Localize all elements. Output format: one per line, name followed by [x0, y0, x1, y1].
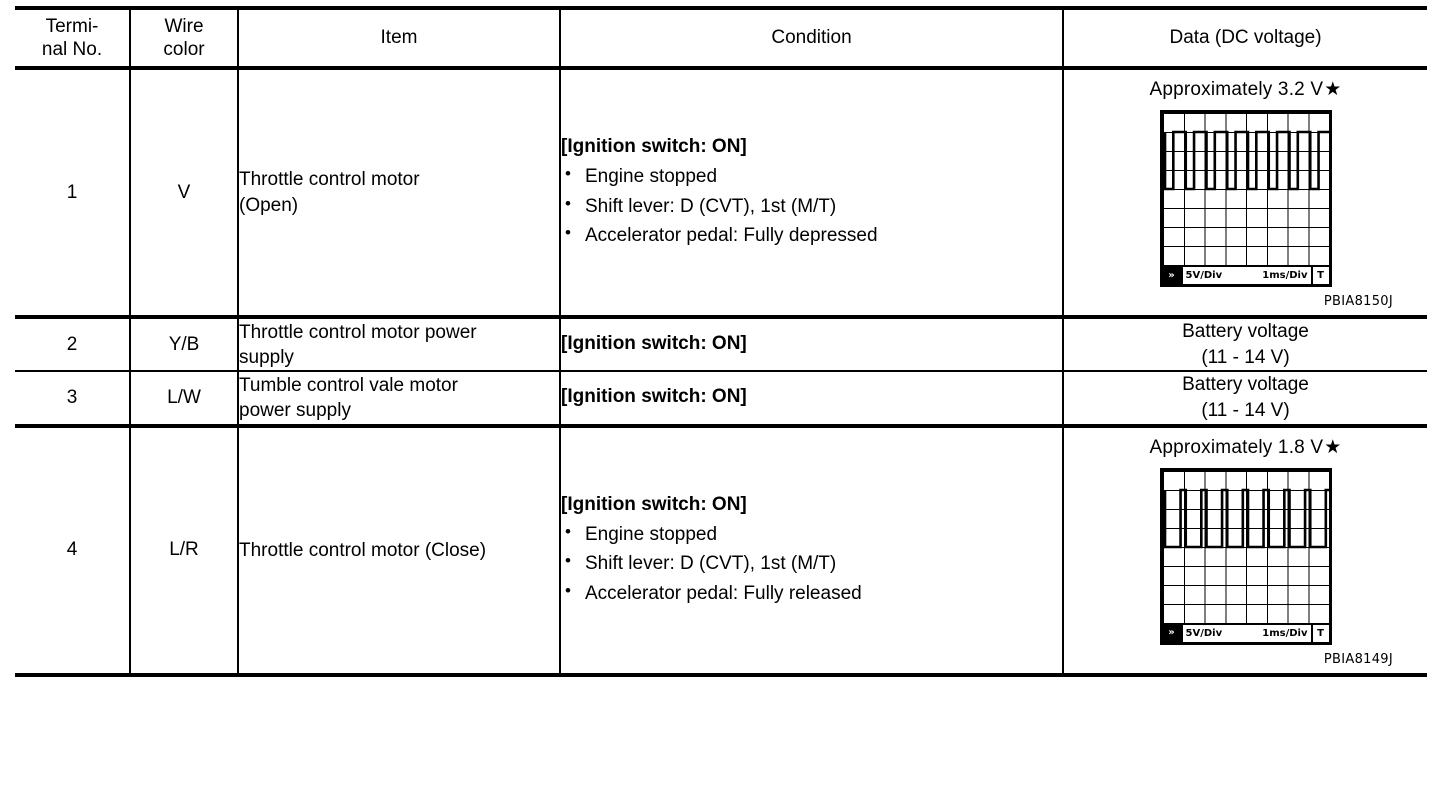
data-line-1: Battery voltage [1182, 321, 1309, 342]
cell-data: Approximately 3.2 V★ » 5V/Div 1ms/D [1062, 68, 1427, 319]
oscilloscope-figure: Approximately 3.2 V★ » 5V/Div 1ms/D [1064, 70, 1427, 315]
condition-list: Engine stopped Shift lever: D (CVT), 1st… [561, 162, 1062, 250]
cell-item: Throttle control motor (Close) [237, 425, 561, 677]
item-line-2: power supply [239, 399, 351, 421]
condition-list-item: Shift lever: D (CVT), 1st (M/T) [561, 192, 1062, 221]
header-line-1: Termi- [45, 15, 99, 37]
column-header-wire-color: Wire color [129, 6, 239, 70]
scope-grid [1162, 470, 1329, 623]
volts-per-div-label: 5V/Div [1185, 270, 1223, 281]
column-header-terminal-no: Termi- nal No. [15, 6, 131, 70]
cell-wire-color: V [129, 68, 239, 319]
cell-item: Tumble control vale motor power supply [237, 371, 561, 428]
trigger-icon: T [1310, 624, 1329, 642]
condition-list-item: Shift lever: D (CVT), 1st (M/T) [561, 549, 1062, 578]
table-row: 1 V Throttle control motor (Open) [Ignit… [15, 68, 1427, 319]
condition-block: [Ignition switch: ON] [561, 330, 1062, 358]
run-icon: » [1162, 267, 1183, 284]
cell-condition: [Ignition switch: ON] [559, 317, 1064, 373]
table-row: 3 L/W Tumble control vale motor power su… [15, 371, 1427, 428]
waveform-trace [1163, 130, 1329, 191]
condition-list-item: Engine stopped [561, 162, 1062, 191]
condition-heading: [Ignition switch: ON] [561, 332, 747, 354]
waveform-voltage-label: Approximately 3.2 V [1149, 79, 1324, 100]
cell-wire-color: L/R [129, 425, 239, 677]
oscilloscope-figure: Approximately 1.8 V★ » 5V/Div 1ms/D [1064, 428, 1427, 673]
table-header: Termi- nal No. Wire color Item Condition… [15, 6, 1427, 70]
volts-per-div-label: 5V/Div [1185, 627, 1223, 639]
cell-item: Throttle control motor (Open) [237, 68, 561, 319]
item-line-2: (Open) [239, 194, 299, 216]
condition-list: Engine stopped Shift lever: D (CVT), 1st… [561, 520, 1062, 608]
star-icon: ★ [1324, 436, 1342, 458]
data-text: Battery voltage (11 - 14 V) [1064, 372, 1427, 423]
item-text: Tumble control vale motor power supply [239, 373, 559, 423]
item-line-1: Throttle control motor [239, 169, 420, 191]
condition-list-item: Accelerator pedal: Fully released [561, 579, 1062, 608]
figure-code: PBIA8149J [1323, 651, 1393, 667]
condition-heading: [Ignition switch: ON] [561, 136, 747, 158]
cell-condition: [Ignition switch: ON] Engine stopped Shi… [559, 425, 1064, 677]
item-line-1: Tumble control vale motor [239, 374, 458, 396]
scope-grid [1162, 113, 1329, 265]
cell-terminal-no: 1 [15, 68, 131, 319]
column-header-data: Data (DC voltage) [1062, 6, 1427, 70]
cell-data: Battery voltage (11 - 14 V) [1062, 317, 1427, 373]
data-line-2: (11 - 14 V) [1201, 399, 1290, 421]
cell-terminal-no: 2 [15, 317, 131, 373]
table-body: 1 V Throttle control motor (Open) [Ignit… [15, 68, 1427, 677]
waveform-title: Approximately 3.2 V★ [1064, 78, 1427, 101]
cell-data: Battery voltage (11 - 14 V) [1062, 371, 1427, 428]
time-per-div-label: 1ms/Div [1262, 627, 1308, 639]
header-line-2: nal No. [41, 39, 103, 60]
condition-block: [Ignition switch: ON] Engine stopped Shi… [561, 133, 1062, 249]
cell-terminal-no: 4 [15, 425, 131, 677]
item-line-1: Throttle control motor (Close) [239, 539, 487, 561]
scope-footer: » 5V/Div 1ms/Div T [1162, 265, 1329, 284]
condition-heading: [Ignition switch: ON] [561, 493, 747, 515]
table-row: 2 Y/B Throttle control motor power suppl… [15, 317, 1427, 373]
waveform-voltage-label: Approximately 1.8 V [1149, 436, 1324, 458]
figure-code: PBIA8150J [1323, 294, 1393, 309]
cell-terminal-no: 3 [15, 371, 131, 428]
cell-item: Throttle control motor power supply [237, 317, 561, 373]
cell-wire-color: L/W [129, 371, 239, 428]
condition-block: [Ignition switch: ON] [561, 383, 1062, 411]
terminal-spec-table: Termi- nal No. Wire color Item Condition… [15, 6, 1427, 677]
column-header-condition: Condition [559, 6, 1064, 70]
cell-condition: [Ignition switch: ON] Engine stopped Shi… [559, 68, 1064, 319]
cell-wire-color: Y/B [129, 317, 239, 373]
condition-list-item: Engine stopped [561, 520, 1062, 549]
run-icon: » [1162, 624, 1183, 642]
star-icon: ★ [1324, 79, 1342, 100]
item-text: Throttle control motor (Open) [239, 167, 559, 217]
footer-spacer [1225, 625, 1259, 642]
header-row: Termi- nal No. Wire color Item Condition… [15, 6, 1427, 70]
condition-block: [Ignition switch: ON] Engine stopped Shi… [561, 491, 1062, 607]
scope-screen: » 5V/Div 1ms/Div T [1159, 110, 1332, 287]
cell-condition: [Ignition switch: ON] [559, 371, 1064, 428]
condition-list-item: Accelerator pedal: Fully depressed [561, 221, 1062, 250]
data-line-2: (11 - 14 V) [1201, 346, 1290, 368]
item-text: Throttle control motor power supply [239, 320, 559, 370]
condition-heading: [Ignition switch: ON] [561, 386, 747, 408]
trigger-icon: T [1310, 267, 1329, 284]
scope-footer: » 5V/Div 1ms/Div T [1162, 622, 1329, 642]
scope-screen: » 5V/Div 1ms/Div T [1159, 467, 1332, 645]
time-per-div-label: 1ms/Div [1262, 270, 1308, 281]
waveform-title: Approximately 1.8 V★ [1064, 436, 1427, 459]
header-line-2: color [163, 39, 205, 60]
item-line-2: supply [239, 346, 294, 368]
cell-data: Approximately 1.8 V★ » 5V/Div 1ms/D [1062, 425, 1427, 677]
header-line-1: Wire [164, 15, 204, 37]
item-line-1: Throttle control motor power [239, 321, 477, 343]
data-line-1: Battery voltage [1182, 374, 1309, 396]
footer-spacer [1225, 267, 1259, 284]
column-header-item: Item [237, 6, 561, 70]
data-text: Battery voltage (11 - 14 V) [1064, 319, 1427, 370]
item-text: Throttle control motor (Close) [239, 538, 559, 563]
waveform-trace [1163, 488, 1329, 548]
table-row: 4 L/R Throttle control motor (Close) [Ig… [15, 425, 1427, 677]
